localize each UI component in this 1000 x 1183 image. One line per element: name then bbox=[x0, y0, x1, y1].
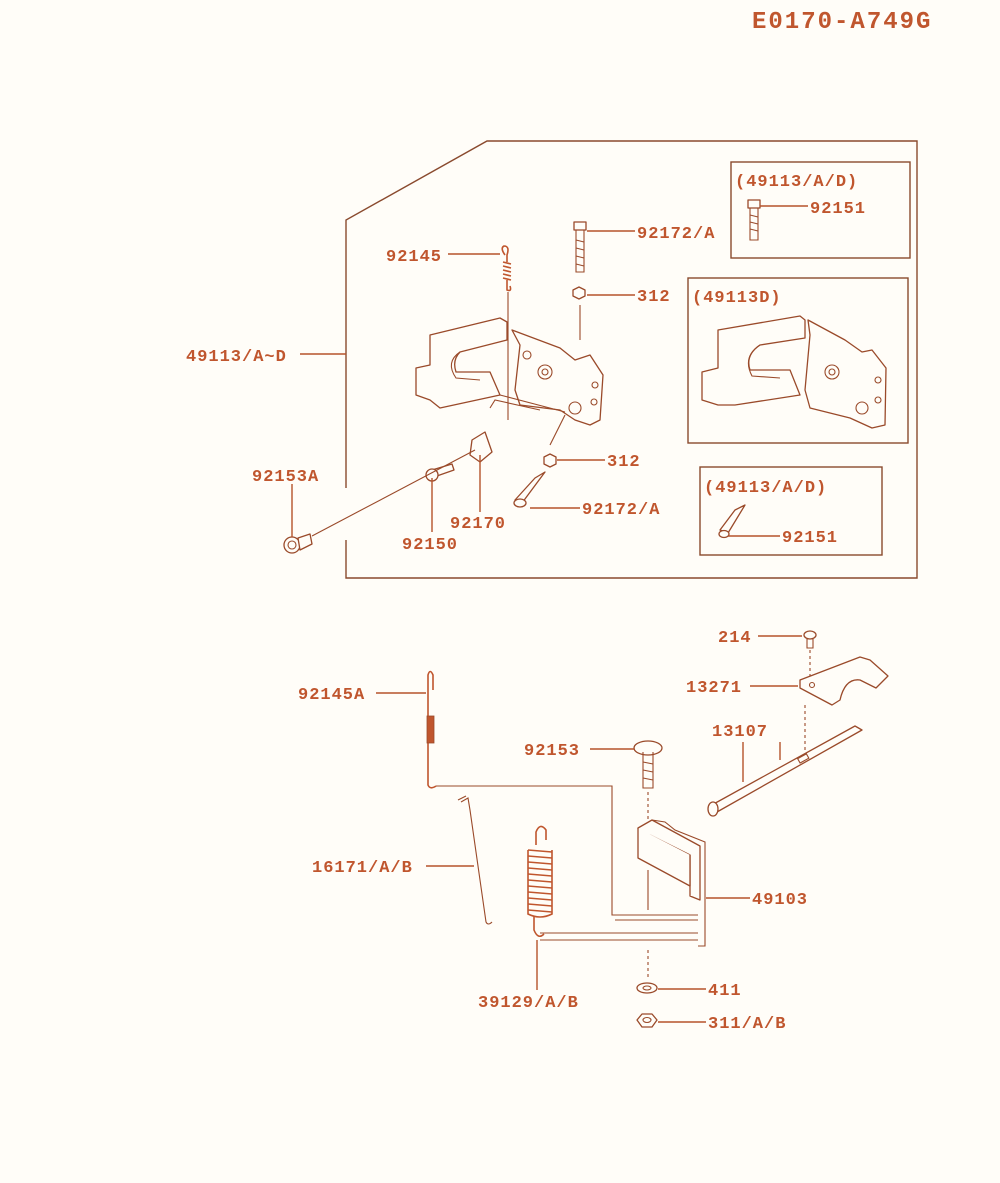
callout-shaft: 13107 bbox=[712, 723, 768, 742]
inset-mid-bracket-part bbox=[701, 315, 887, 429]
inset-mid-title: (49113D) bbox=[692, 289, 782, 308]
inset-box-bottom bbox=[699, 466, 883, 556]
callout-clip: 92170 bbox=[450, 515, 506, 534]
callout-washer: 411 bbox=[708, 982, 742, 1001]
spring-92145-part bbox=[501, 245, 512, 420]
callout-screw: 214 bbox=[718, 629, 752, 648]
nut-top-part bbox=[572, 286, 586, 300]
lever-49103-part bbox=[540, 819, 706, 947]
inset-top-part bbox=[747, 199, 761, 241]
nut-311-part bbox=[636, 1013, 658, 1028]
callout-bolt-left: 92153A bbox=[252, 468, 319, 487]
inset-bottom-callout: 92151 bbox=[782, 529, 838, 548]
inset-box-mid bbox=[687, 277, 909, 444]
bolt-small-part bbox=[425, 463, 455, 482]
rod-16171-part bbox=[460, 797, 493, 925]
callout-spring: 92145 bbox=[386, 248, 442, 267]
control-bracket-part bbox=[415, 317, 604, 426]
diagram-code: E0170-A749G bbox=[752, 9, 932, 36]
callout-plate: 13271 bbox=[686, 679, 742, 698]
inset-bottom-title: (49113/A/D) bbox=[704, 479, 827, 498]
bolt-92153-part bbox=[633, 740, 663, 789]
shaft-13107-part bbox=[707, 725, 863, 817]
bolt-bottom-part bbox=[513, 471, 546, 508]
screw-214-part bbox=[803, 630, 817, 649]
nut-mid-part bbox=[543, 453, 557, 468]
callout-bolt: 92153 bbox=[524, 742, 580, 761]
upper-frame bbox=[345, 140, 918, 579]
inset-top-title: (49113/A/D) bbox=[735, 173, 858, 192]
long-spring-92145a-part bbox=[426, 670, 615, 916]
bolt-left-part bbox=[283, 533, 313, 554]
callout-bolt-bottom: 92172/A bbox=[582, 501, 660, 520]
plate-13271-part bbox=[799, 656, 889, 706]
coil-spring-39129-part bbox=[527, 825, 553, 938]
callout-rod: 16171/A/B bbox=[312, 859, 413, 878]
callout-lever: 49103 bbox=[752, 891, 808, 910]
callout-nut-mid: 312 bbox=[607, 453, 641, 472]
callout-bolt-top: 92172/A bbox=[637, 225, 715, 244]
callout-nut-top: 312 bbox=[637, 288, 671, 307]
upper-assembly-group: 49113/A~D 92145 92172/A 312 312 92172/A … bbox=[186, 140, 918, 579]
callout-coil-spring: 39129/A/B bbox=[478, 994, 579, 1013]
inset-top-callout: 92151 bbox=[810, 200, 866, 219]
washer-411-part bbox=[636, 982, 658, 994]
clip-part bbox=[469, 431, 493, 463]
callout-nut: 311/A/B bbox=[708, 1015, 786, 1034]
lower-assembly-group: 214 13271 13107 92153 92145A 16171/A/B 3… bbox=[298, 629, 889, 1034]
bolt-top-part bbox=[573, 221, 587, 273]
inset-box-top bbox=[730, 161, 911, 259]
callout-bolt-small: 92150 bbox=[402, 536, 458, 555]
callout-long-spring: 92145A bbox=[298, 686, 365, 705]
inset-bottom-part bbox=[718, 504, 746, 539]
callout-49113-a-d: 49113/A~D bbox=[186, 348, 287, 367]
